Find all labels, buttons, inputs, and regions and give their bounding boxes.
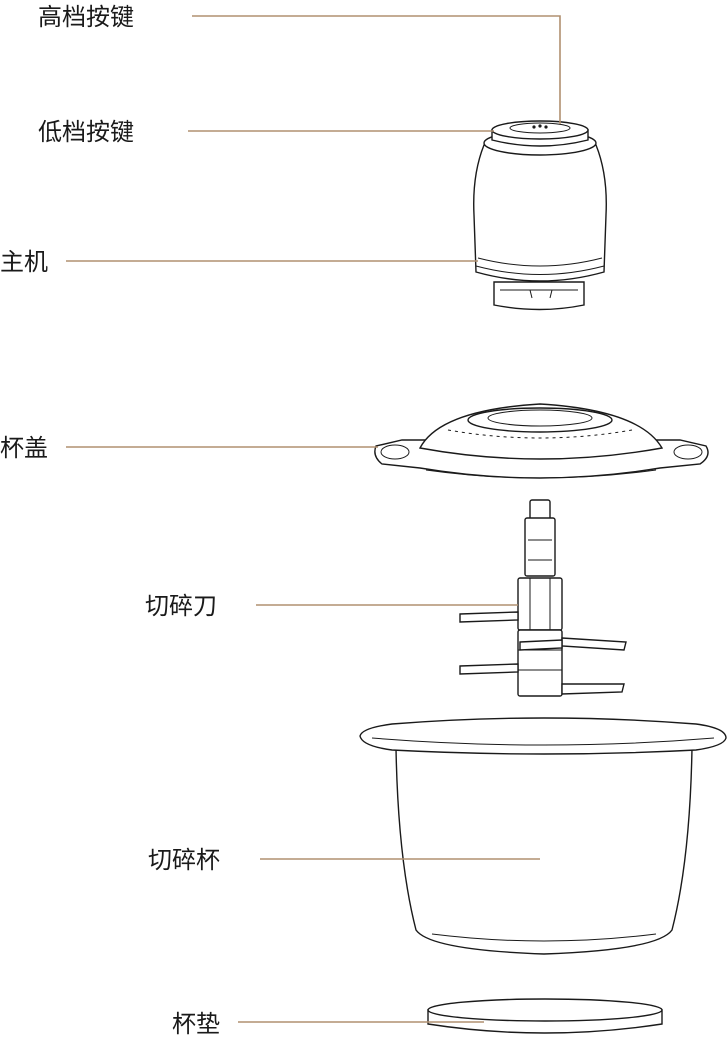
main-unit-drawing [473, 120, 607, 311]
label-blade: 切碎刀 [145, 592, 217, 620]
label-high-button: 高档按键 [38, 3, 134, 31]
cup-pad-drawing [427, 998, 663, 1034]
label-low-button: 低档按键 [38, 118, 134, 146]
cup-lid-drawing [374, 403, 709, 479]
leader-line-high-button [192, 15, 561, 124]
label-main-unit: 主机 [0, 248, 48, 276]
bowl-drawing [359, 717, 727, 955]
blade-drawing [459, 499, 627, 697]
label-cup-pad: 杯垫 [172, 1010, 220, 1038]
label-bowl: 切碎杯 [148, 846, 220, 874]
label-cup-lid: 杯盖 [0, 434, 48, 462]
